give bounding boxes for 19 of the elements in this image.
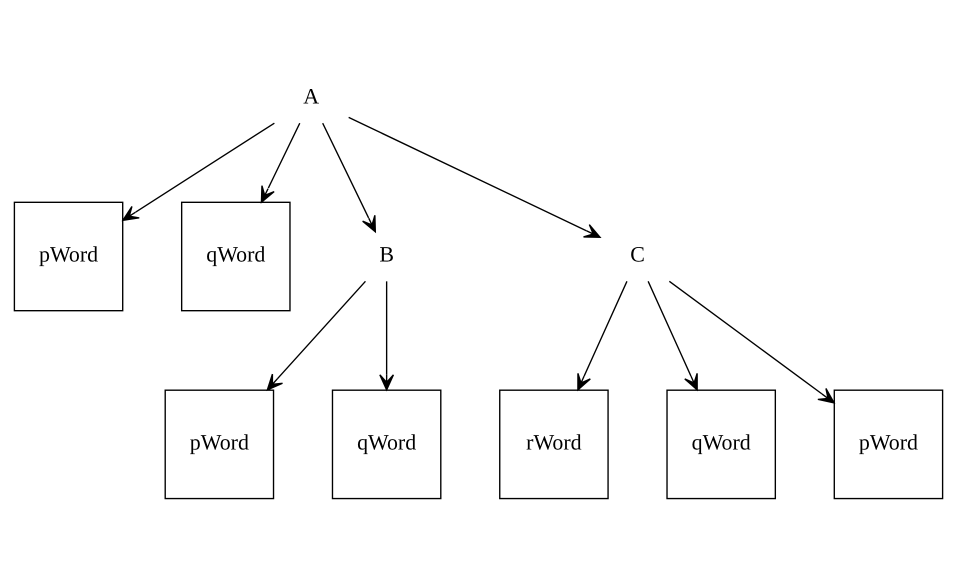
node-box: qWord bbox=[180, 201, 291, 311]
node-text: B bbox=[379, 241, 394, 266]
node-text: C bbox=[630, 241, 645, 266]
arrow bbox=[379, 280, 394, 390]
arrow bbox=[668, 280, 835, 404]
node-box: rWord bbox=[499, 389, 609, 499]
arrow bbox=[122, 122, 275, 220]
arrow bbox=[266, 280, 366, 390]
arrow bbox=[648, 280, 698, 390]
arrow bbox=[322, 122, 376, 232]
node-box: qWord bbox=[666, 389, 776, 499]
arrow bbox=[260, 122, 300, 202]
node-box: qWord bbox=[332, 389, 442, 499]
node-box: pWord bbox=[834, 389, 944, 499]
node-box: pWord bbox=[164, 389, 274, 499]
arrow bbox=[577, 280, 628, 390]
node-box: pWord bbox=[14, 201, 124, 311]
node-text: A bbox=[303, 82, 320, 108]
arrow bbox=[348, 116, 601, 238]
